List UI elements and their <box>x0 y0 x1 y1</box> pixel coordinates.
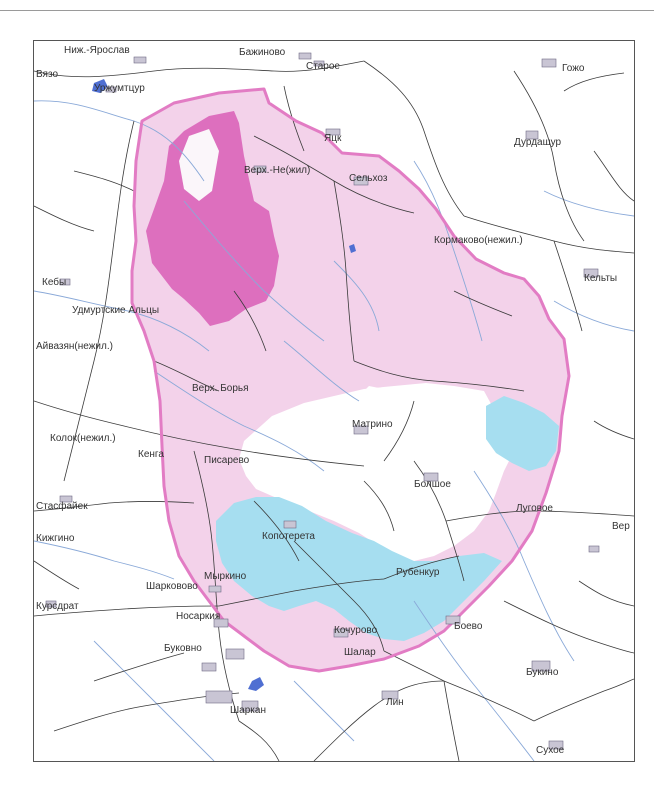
zone-white-center <box>239 383 514 561</box>
map-canvas[interactable]: Ниж.-Ярослав Вязо Уржумтцур Бажиново Ста… <box>34 41 634 761</box>
label-gozhe: Гожо <box>562 63 585 74</box>
label-bukino: Букино <box>526 667 559 678</box>
label-staroe: Старое <box>306 61 340 72</box>
label-pisarevo: Писарево <box>204 455 250 466</box>
label-kelty: Кельты <box>584 273 617 284</box>
label-kopotereta: Копотерета <box>262 531 315 542</box>
label-ayvain: Айвазян(нежил.) <box>36 341 113 352</box>
label-bolshoe: Болшое <box>414 479 451 490</box>
label-lin: Лин <box>386 697 404 708</box>
label-nyk-yaroslav: Ниж.-Ярослав <box>64 45 130 56</box>
label-shalar: Шалар <box>344 647 376 658</box>
label-durdashur: Дурдашур <box>514 137 562 148</box>
label-vyaz: Вязо <box>36 69 58 80</box>
label-udm-altsy: Удмуртские Альцы <box>72 305 159 316</box>
label-urzhumtsur: Уржумтцур <box>94 83 145 94</box>
label-kormakovo: Кормаково(нежил.) <box>434 235 523 246</box>
zone-blue-south <box>216 497 502 641</box>
label-nosarkiya: Носаркия <box>176 611 220 622</box>
top-rule <box>0 10 654 11</box>
label-kuredrat: Курсдрат <box>36 601 79 612</box>
label-verkh-borya: Верх. Борья <box>192 383 249 394</box>
label-sharkan: Шаркан <box>230 705 266 716</box>
rivers <box>34 100 634 761</box>
lake-north <box>92 79 108 93</box>
label-kizhgino: Кижгино <box>36 533 75 544</box>
label-kenga: Кенга <box>138 449 164 460</box>
place-labels: Ниж.-Ярослав Вязо Уржумтцур Бажиново Ста… <box>36 45 630 756</box>
label-verkh-nezhil: Верх.-Не(жил) <box>244 165 310 176</box>
zone-white-northcentral <box>352 386 384 413</box>
label-bazhinovo: Бажиново <box>239 47 286 58</box>
district-boundary <box>130 87 571 673</box>
label-sharkovo: Шарковово <box>146 581 198 592</box>
label-keby: Кебы <box>42 276 66 288</box>
label-stasfaiek: Стасфайек <box>36 500 88 512</box>
label-kochurovo: Кочурово <box>334 625 378 636</box>
label-yatsk: Яцк <box>324 133 342 144</box>
label-kolok: Колок(нежил.) <box>50 433 116 444</box>
label-selkhoz: Сельхоз <box>349 173 388 184</box>
label-ver: Вер <box>612 521 630 532</box>
label-rubenkur: Рубенкур <box>396 566 440 578</box>
zone-white-north <box>179 129 219 201</box>
zone-blue-east <box>486 396 559 471</box>
label-myrkino: Мыркино <box>204 571 247 582</box>
label-bukovno: Буковно <box>164 643 202 654</box>
label-boevo: Боево <box>454 621 483 632</box>
lake-small <box>349 244 356 253</box>
map-frame: Ниж.-Ярослав Вязо Уржумтцур Бажиново Ста… <box>33 40 635 762</box>
label-sukhoe: Сухое <box>536 745 565 756</box>
label-lugovoe: Луговое <box>516 503 553 514</box>
label-matrinivo: Матрино <box>352 419 393 430</box>
settlement-markers <box>45 52 600 750</box>
lake-southwest <box>248 677 264 691</box>
